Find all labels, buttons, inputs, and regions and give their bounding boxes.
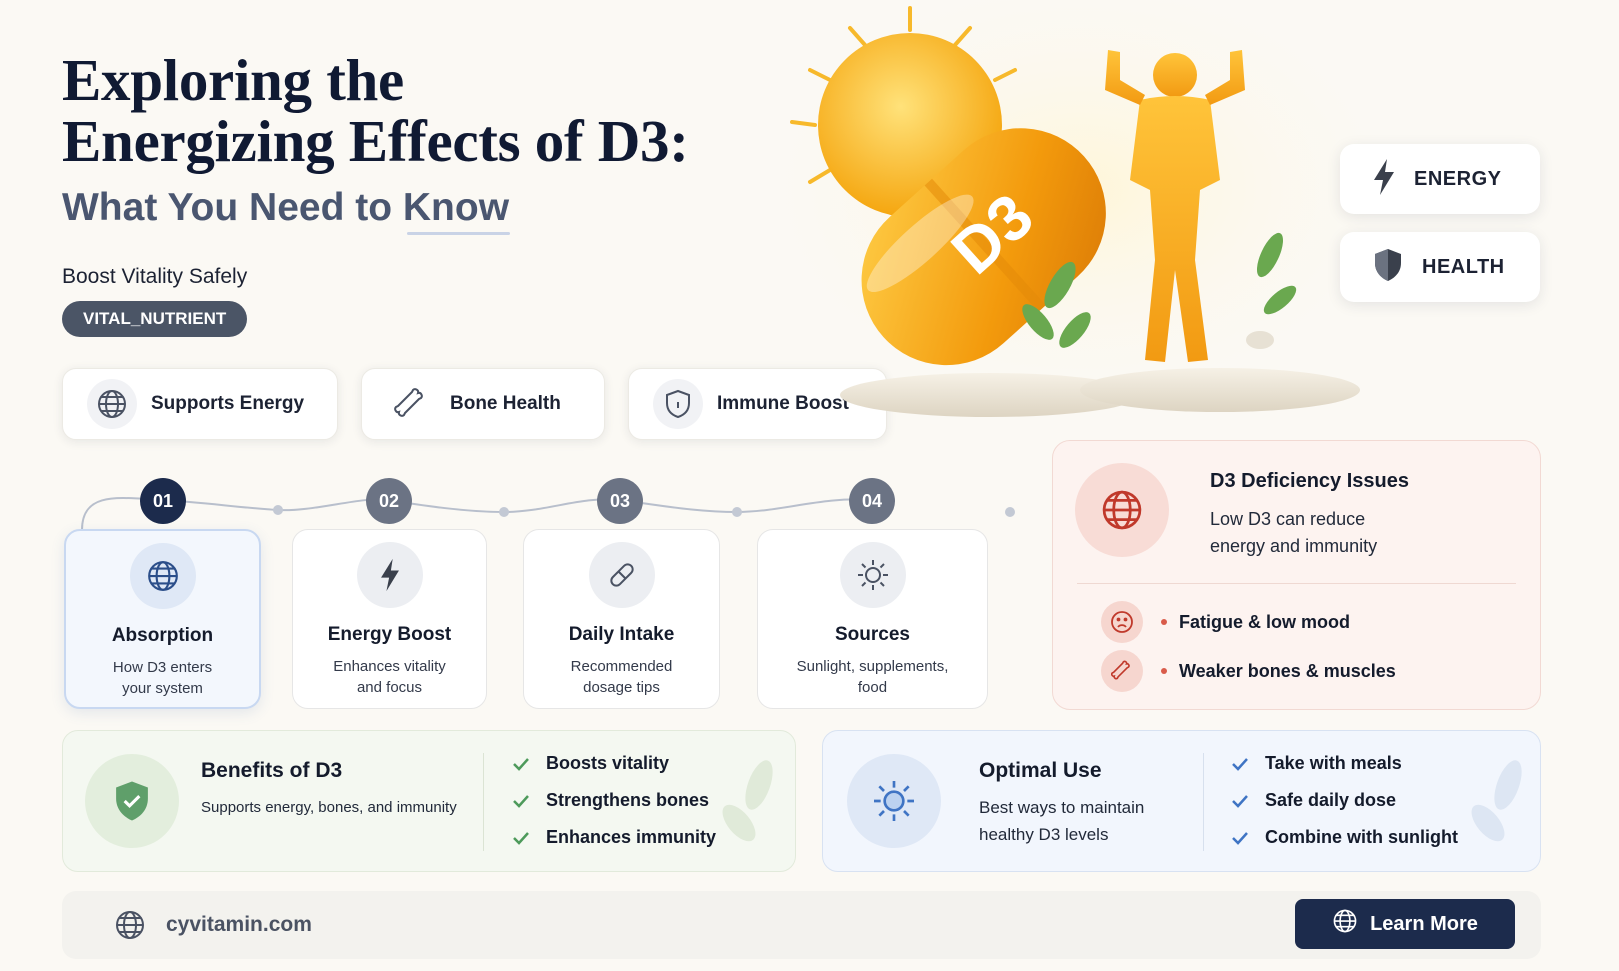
- category-pill: VITAL_NUTRIENT: [62, 301, 248, 337]
- deficiency-item-label: Weaker bones & muscles: [1179, 660, 1396, 681]
- optimal-item: Combine with sunlight: [1231, 827, 1458, 848]
- step-number-4: 04: [849, 478, 895, 524]
- sun-icon: [847, 754, 941, 848]
- title-line-1: Exploring the: [62, 47, 404, 113]
- energized-figure: [1105, 50, 1245, 362]
- check-icon: [512, 831, 530, 845]
- benefits-title: Benefits of D3: [201, 759, 343, 782]
- footer-bar: cyvitamin.com Learn More: [62, 891, 1541, 959]
- step-title: Daily Intake: [568, 624, 675, 645]
- deficiency-item-fatigue: Fatigue & low mood: [1101, 601, 1350, 643]
- badge-health: HEALTH: [1340, 232, 1540, 302]
- title-line-2: Energizing Effects of D3:: [62, 108, 689, 174]
- tagline: Boost Vitality Safely: [62, 265, 248, 288]
- benefits-panel: Benefits of D3 Supports energy, bones, a…: [62, 730, 796, 872]
- d3-capsule: D3: [861, 128, 1106, 366]
- step-desc: Sunlight, supplements,food: [796, 658, 949, 696]
- check-icon: [1231, 757, 1249, 771]
- step-card-sources[interactable]: Sources Sunlight, supplements,food: [757, 529, 988, 709]
- badge-label: ENERGY: [1414, 167, 1502, 190]
- learn-more-label: Learn More: [1370, 912, 1478, 935]
- step-number-3: 03: [597, 478, 643, 524]
- deficiency-title: D3 Deficiency Issues: [1210, 470, 1409, 492]
- check-icon: [512, 794, 530, 808]
- check-icon: [1231, 831, 1249, 845]
- shield-icon: [1372, 247, 1404, 288]
- globe-icon: [129, 543, 196, 609]
- deficiency-desc: Low D3 can reduce energy and immunity: [1210, 509, 1378, 556]
- subtitle-underline: [407, 232, 510, 235]
- divider: [1077, 583, 1516, 584]
- benefit-item: Strengthens bones: [512, 790, 709, 811]
- chip-label: Supports Energy: [151, 393, 305, 414]
- lightning-icon: [1372, 158, 1396, 201]
- optimal-title: Optimal Use: [979, 759, 1102, 782]
- bullet: [1161, 668, 1167, 674]
- leaf-decoration: [722, 760, 773, 842]
- bullet: [1161, 619, 1167, 625]
- pill-icon: [588, 542, 655, 608]
- globe-icon: [114, 909, 146, 946]
- shield-check-icon: [85, 754, 179, 848]
- d3-hero-illustration: D3: [770, 0, 1390, 420]
- divider: [483, 753, 484, 851]
- optimal-item: Take with meals: [1231, 753, 1402, 774]
- step-number-1: 01: [140, 478, 186, 524]
- bone-icon: [386, 379, 436, 429]
- badge-energy: ENERGY: [1340, 144, 1540, 214]
- check-icon: [1231, 794, 1249, 808]
- chip-supports-energy[interactable]: Supports Energy: [62, 368, 338, 440]
- globe-icon: [1075, 463, 1169, 557]
- benefit-item: Enhances immunity: [512, 827, 716, 848]
- optimal-item: Safe daily dose: [1231, 790, 1396, 811]
- learn-more-button[interactable]: Learn More: [1295, 899, 1515, 949]
- leaf-decoration: [1471, 760, 1522, 842]
- page-subtitle: What You Need to Know: [62, 186, 510, 229]
- bone-icon: [1101, 650, 1143, 692]
- divider: [1203, 753, 1204, 851]
- shield-icon: [653, 379, 703, 429]
- leaf-decoration: [1022, 232, 1297, 348]
- deficiency-card: D3 Deficiency Issues Low D3 can reduce e…: [1052, 440, 1541, 710]
- step-number-2: 02: [366, 478, 412, 524]
- globe-icon: [87, 379, 137, 429]
- step-title: Sources: [835, 624, 910, 645]
- page-title: Exploring the Energizing Effects of D3:: [62, 50, 689, 172]
- sun-icon: [839, 542, 906, 608]
- benefits-desc: Supports energy, bones, and immunity: [201, 799, 457, 816]
- deficiency-item-label: Fatigue & low mood: [1179, 611, 1350, 632]
- step-title: Absorption: [111, 625, 214, 646]
- sun-rays: [790, 6, 1017, 184]
- chip-label: Bone Health: [450, 393, 561, 414]
- deficiency-item-bones: Weaker bones & muscles: [1101, 650, 1396, 692]
- chip-bone-health[interactable]: Bone Health: [361, 368, 605, 440]
- check-icon: [512, 757, 530, 771]
- benefit-item: Boosts vitality: [512, 753, 669, 774]
- lightning-icon: [356, 542, 423, 608]
- globe-icon: [1332, 908, 1358, 940]
- badge-label: HEALTH: [1422, 255, 1505, 278]
- website-link[interactable]: cyvitamin.com: [166, 913, 312, 936]
- step-title: Energy Boost: [327, 624, 452, 645]
- sad-face-icon: [1101, 601, 1143, 643]
